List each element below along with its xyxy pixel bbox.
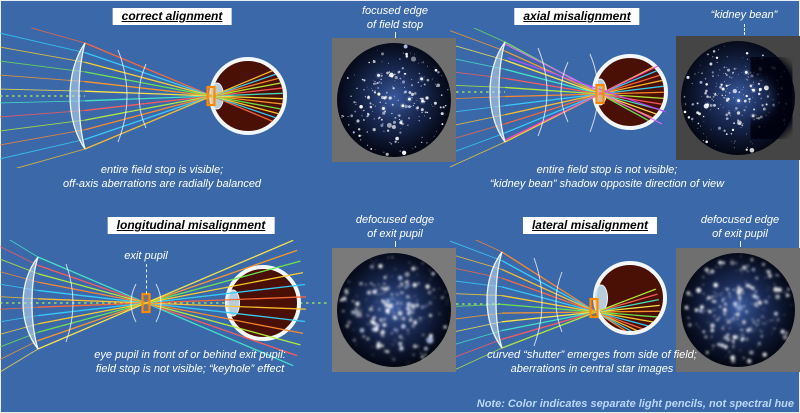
dashed-leader-line: [395, 241, 396, 247]
label-exit-pupil: exit pupil: [124, 250, 167, 264]
caption-line: eye pupil in front of or behind exit pup…: [94, 349, 286, 361]
label-defocused-exit-pupil-longitudinal: defocused edge of exit pupil: [356, 214, 434, 241]
caption-axial-misalignment: entire field stop is not visible; “kidne…: [490, 164, 724, 191]
defocused-exit-pupil-star-image-lateral: [676, 248, 800, 372]
lateral-misalignment-optical-diagram: [450, 240, 667, 373]
defocused-exit-pupil-star-image-longitudinal: [332, 248, 456, 372]
correct-alignment-optical-diagram: [0, 28, 287, 168]
caption-lateral-misalignment: curved “shutter” emerges from side of fi…: [487, 349, 697, 376]
caption-line: “kidney bean” shadow opposite direction …: [489, 177, 725, 190]
label-kidney-bean: “kidney bean”: [711, 9, 778, 23]
title-lateral-misalignment: lateral misalignment: [522, 217, 658, 234]
longitudinal-misalignment-optical-diagram: [0, 240, 330, 373]
caption-longitudinal-misalignment: eye pupil in front of or behind exit pup…: [94, 349, 285, 376]
caption-line: entire field stop is not visible;: [536, 164, 678, 176]
label-line: of exit pupil: [367, 227, 423, 240]
caption-line: off-axis aberrations are radially balanc…: [62, 177, 262, 190]
caption-line: entire field stop is visible;: [100, 164, 224, 176]
caption-line: field stop is not visible; “keyhole” eff…: [95, 362, 285, 375]
caption-line: aberrations in central star images: [510, 362, 674, 375]
dashed-leader-line: [744, 24, 745, 35]
dashed-leader-line: [740, 241, 741, 247]
field-stop-star-image: [332, 38, 456, 162]
title-correct-alignment: correct alignment: [112, 8, 232, 25]
label-line: defocused edge: [355, 214, 435, 226]
label-line: “kidney bean”: [710, 9, 778, 21]
label-line: of exit pupil: [712, 227, 768, 240]
note-text: Note: Color indicates separate light pen…: [476, 398, 794, 410]
title-axial-misalignment: axial misalignment: [514, 8, 640, 25]
label-field-stop: focused edge of field stop: [362, 5, 428, 32]
title-longitudinal-misalignment: longitudinal misalignment: [107, 217, 275, 234]
dashed-leader-line: [146, 264, 147, 294]
caption-correct-alignment: entire field stop is visible; off-axis a…: [63, 164, 261, 191]
label-line: exit pupil: [124, 250, 168, 262]
dashed-leader-line: [395, 32, 396, 38]
label-defocused-exit-pupil-lateral: defocused edge of exit pupil: [701, 214, 779, 241]
axial-misalignment-optical-diagram: [450, 28, 668, 168]
label-line: of field stop: [366, 18, 424, 31]
caption-line: curved “shutter” emerges from side of fi…: [487, 349, 697, 361]
label-line: defocused edge: [700, 214, 780, 226]
label-line: focused edge: [361, 5, 429, 17]
kidney-bean-star-image: [676, 36, 800, 160]
